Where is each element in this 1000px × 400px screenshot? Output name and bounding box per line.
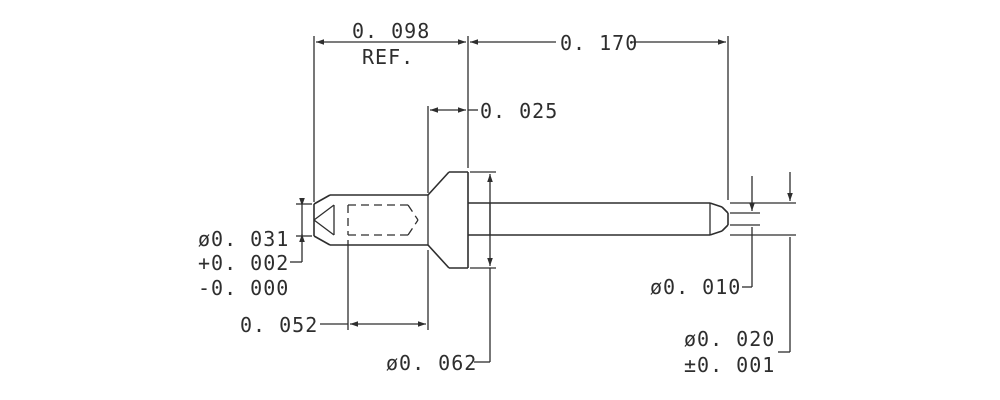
dimension-bore-diameter: ø0. 031 +0. 002 -0. 000 (198, 198, 312, 300)
dimension-overall-ref: 0. 098 REF. (313, 19, 469, 202)
shank-diameter-line-2: ±0. 001 (684, 353, 775, 377)
flange-head (427, 171, 469, 269)
shank-diameter-line-1: ø0. 020 (684, 327, 775, 351)
part-outline (313, 171, 729, 269)
dimension-head-thickness: 0. 025 (427, 99, 558, 193)
countersink (313, 204, 335, 236)
barrel-body (313, 194, 428, 246)
bore-diameter-line-3: -0. 000 (198, 276, 289, 300)
dimension-shank-diameter: ø0. 020 ±0. 001 (684, 172, 796, 377)
overall-ref-note: REF. (362, 45, 414, 69)
dimension-shank-length: 0. 170 (470, 31, 729, 200)
bore-depth-value: 0. 052 (240, 313, 318, 337)
dimension-bore-depth: 0. 052 (240, 240, 429, 337)
bore-diameter-line-2: +0. 002 (198, 251, 289, 275)
overall-ref-value: 0. 098 (352, 19, 430, 43)
head-thickness-value: 0. 025 (480, 99, 558, 123)
hidden-bore (347, 204, 419, 236)
shank-length-value: 0. 170 (560, 31, 638, 55)
dimension-head-diameter: ø0. 062 (386, 171, 496, 375)
tip-diameter-value: ø0. 010 (650, 275, 741, 299)
bore-diameter-line-1: ø0. 031 (198, 227, 289, 251)
shank (468, 202, 729, 236)
head-diameter-value: ø0. 062 (386, 351, 477, 375)
dimension-tip-diameter: ø0. 010 (650, 176, 760, 299)
